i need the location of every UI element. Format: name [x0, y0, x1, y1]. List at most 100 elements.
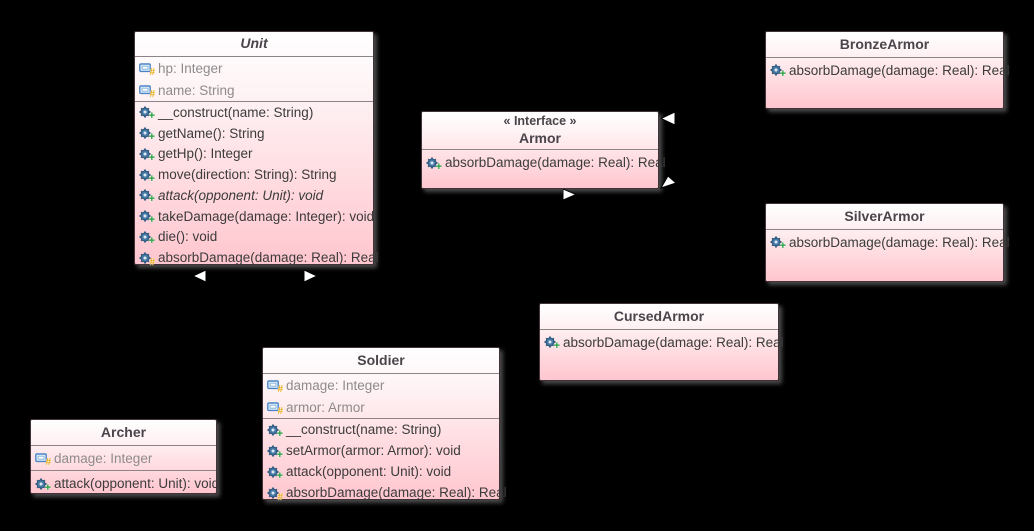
class-title: Unit: [135, 32, 373, 56]
field-text: armor: Armor: [286, 399, 365, 415]
method-text: __construct(name: String): [158, 104, 314, 120]
methods-compartment: + absorbDamage(damage: Real): Real: [766, 229, 1010, 254]
public-method-icon: +: [544, 335, 560, 352]
method-row: + absorbDamage(damage: Real): Real: [766, 230, 1010, 254]
abstract-method-row: + attack(opponent: Unit): void: [135, 185, 373, 206]
method-text: absorbDamage(damage: Real): Real: [445, 155, 666, 170]
class-node-silverarmor[interactable]: SilverArmor + absorbDamage(damage: Real)…: [765, 203, 1010, 282]
methods-compartment: + absorbDamage(damage: Real): Real: [766, 57, 1010, 82]
protected-field-icon: #: [35, 451, 51, 468]
class-node-soldier[interactable]: Soldier # damage: Integer # armor: Armor…: [262, 347, 507, 503]
public-method-icon: +: [139, 188, 155, 205]
method-row: + absorbDamage(damage: Real): Real: [766, 58, 1010, 82]
protected-field-icon: #: [139, 83, 155, 100]
method-row: # absorbDamage(damage: Real): Real: [135, 247, 379, 268]
realization-arrowhead-right[interactable]: [563, 189, 576, 200]
generalization-arrowhead-left[interactable]: [193, 270, 206, 282]
method-text: attack(opponent: Unit): void: [54, 476, 220, 491]
method-text: absorbDamage(damage: Real): Real: [158, 250, 379, 266]
protected-field-icon: #: [267, 378, 283, 395]
fields-compartment: # damage: Integer: [31, 445, 216, 470]
protected-method-icon: #: [267, 486, 283, 502]
stereotype-label: « Interface »: [503, 113, 577, 128]
field-text: damage: Integer: [54, 450, 153, 466]
class-name: Archer: [100, 423, 147, 440]
generalization-arrowhead-right[interactable]: [304, 270, 317, 282]
protected-field-icon: #: [139, 61, 155, 78]
public-method-icon: +: [770, 235, 786, 252]
method-text: getName(): String: [158, 125, 265, 141]
methods-compartment: + __construct(name: String) + getName():…: [135, 101, 379, 268]
class-node-bronzearmor[interactable]: BronzeArmor + absorbDamage(damage: Real)…: [765, 31, 1010, 109]
method-row: + die(): void: [135, 227, 373, 248]
field-row: # damage: Integer: [263, 374, 499, 396]
public-method-icon: +: [139, 147, 155, 163]
realization-arrowhead-left[interactable]: [661, 112, 675, 125]
class-title: Soldier: [263, 348, 499, 373]
public-method-icon: +: [139, 126, 155, 143]
field-row: # hp: Integer: [135, 57, 373, 79]
method-row: + __construct(name: String): [263, 419, 499, 440]
method-text: setArmor(armor: Armor): void: [286, 443, 461, 458]
methods-compartment: + attack(opponent: Unit): void: [31, 470, 220, 496]
method-text: getHp(): Integer: [158, 146, 253, 162]
public-method-icon: +: [770, 63, 786, 80]
method-text: move(direction: String): String: [158, 167, 337, 183]
field-text: name: String: [158, 82, 235, 98]
method-row: + __construct(name: String): [135, 102, 373, 123]
field-row: # damage: Integer: [31, 446, 216, 470]
method-row: + move(direction: String): String: [135, 164, 373, 185]
method-row: + absorbDamage(damage: Real): Real: [422, 150, 666, 175]
method-text: absorbDamage(damage: Real): Real: [563, 334, 784, 350]
method-row: + absorbDamage(damage: Real): Real: [540, 330, 784, 354]
method-text: __construct(name: String): [286, 422, 442, 437]
method-row: + getName(): String: [135, 123, 373, 144]
class-node-archer[interactable]: Archer # damage: Integer + attack(oppone…: [30, 419, 220, 496]
method-row: # absorbDamage(damage: Real): Real: [263, 482, 507, 503]
field-row: # name: String: [135, 79, 373, 101]
public-method-icon: +: [139, 230, 155, 246]
public-method-icon: +: [139, 105, 155, 122]
class-title: BronzeArmor: [766, 32, 1003, 57]
method-row: + getHp(): Integer: [135, 144, 373, 165]
public-method-icon: +: [139, 168, 155, 184]
field-text: damage: Integer: [286, 377, 385, 393]
method-text: attack(opponent: Unit): void: [286, 464, 452, 479]
class-name: SilverArmor: [844, 207, 925, 224]
method-row: + attack(opponent: Unit): void: [263, 461, 499, 482]
public-method-icon: +: [426, 156, 442, 172]
class-title: Archer: [31, 420, 216, 445]
method-text: absorbDamage(damage: Real): Real: [789, 234, 1010, 250]
method-text: takeDamage(damage: Integer): void: [158, 208, 375, 224]
class-title: CursedArmor: [540, 304, 778, 329]
field-row: # armor: Armor: [263, 396, 499, 418]
public-method-icon: +: [139, 209, 155, 226]
class-title: SilverArmor: [766, 204, 1003, 229]
methods-compartment: + absorbDamage(damage: Real): Real: [540, 329, 784, 354]
protected-field-icon: #: [267, 400, 283, 417]
methods-compartment: + absorbDamage(damage: Real): Real: [422, 149, 666, 175]
class-name: BronzeArmor: [839, 35, 930, 52]
method-row: + setArmor(armor: Armor): void: [263, 440, 499, 461]
protected-method-icon: #: [139, 251, 155, 267]
method-text: absorbDamage(damage: Real): Real: [286, 485, 507, 500]
public-method-icon: +: [35, 477, 51, 493]
class-node-unit[interactable]: Unit # hp: Integer # name: String + __co…: [134, 31, 379, 268]
field-text: hp: Integer: [158, 60, 223, 76]
class-title: « Interface » Armor: [422, 112, 658, 149]
fields-compartment: # damage: Integer # armor: Armor: [263, 373, 499, 418]
methods-compartment: + __construct(name: String) + setArmor(a…: [263, 418, 507, 503]
interface-node-armor[interactable]: « Interface » Armor + absorbDamage(damag…: [421, 111, 666, 189]
method-row: + attack(opponent: Unit): void: [31, 471, 220, 496]
class-node-cursedarmor[interactable]: CursedArmor + absorbDamage(damage: Real)…: [539, 303, 784, 381]
class-name: Armor: [518, 129, 561, 146]
class-name: Soldier: [357, 351, 405, 368]
public-method-icon: +: [267, 444, 283, 460]
fields-compartment: # hp: Integer # name: String: [135, 56, 373, 101]
realization-arrowhead-downleft[interactable]: [660, 176, 677, 189]
method-text: die(): void: [158, 229, 218, 245]
public-method-icon: +: [267, 465, 283, 481]
method-row: + takeDamage(damage: Integer): void: [135, 206, 375, 227]
class-name: CursedArmor: [613, 307, 705, 324]
